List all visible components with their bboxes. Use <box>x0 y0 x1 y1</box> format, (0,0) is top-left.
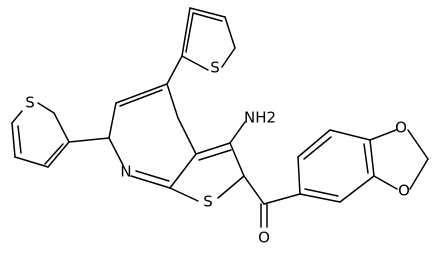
nitrogen-atom-pyridine: N <box>120 163 131 181</box>
dioxole-oxygen-lower: O <box>398 182 410 200</box>
sulfur-atom-left-thiophene: S <box>25 94 35 112</box>
amino-group-label: NH2 <box>244 109 276 127</box>
carbonyl-oxygen-label: O <box>258 229 270 247</box>
bond-lines <box>11 7 429 228</box>
sulfur-atom-upper-thiophene: S <box>210 59 220 77</box>
atom-labels: S S N S NH2 O O O <box>25 59 410 247</box>
dioxole-oxygen-upper: O <box>395 119 407 137</box>
sulfur-atom-fused-thiophene: S <box>203 193 213 211</box>
